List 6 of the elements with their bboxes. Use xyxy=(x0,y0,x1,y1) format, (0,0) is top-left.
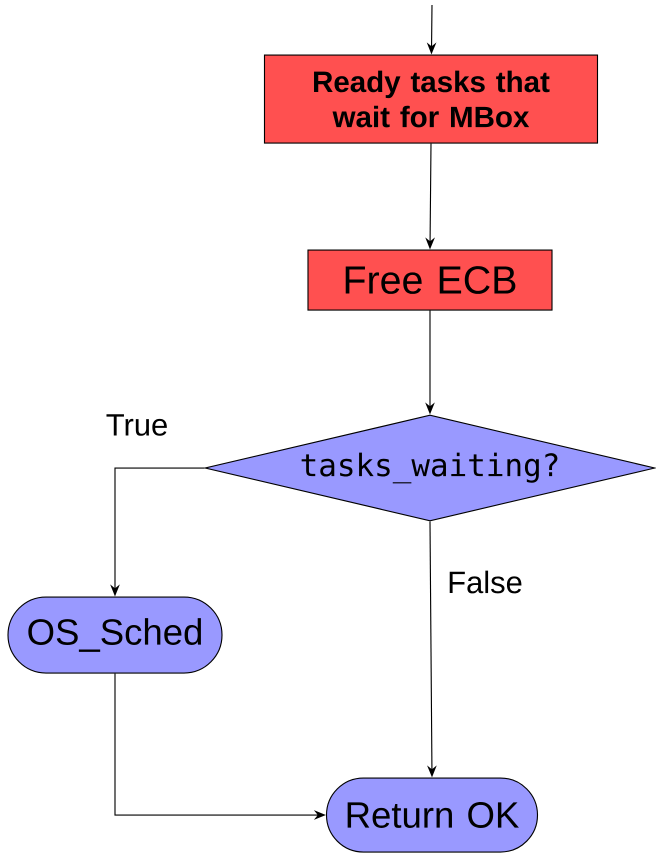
process-box: Free ECB xyxy=(307,249,553,311)
process-box: Ready tasks that wait for MBox xyxy=(264,54,598,144)
terminal-box: OS_Sched xyxy=(7,596,223,674)
edge-label: True xyxy=(104,412,170,438)
terminal-box: Return OK xyxy=(326,777,538,853)
edge-label: False xyxy=(446,569,524,595)
